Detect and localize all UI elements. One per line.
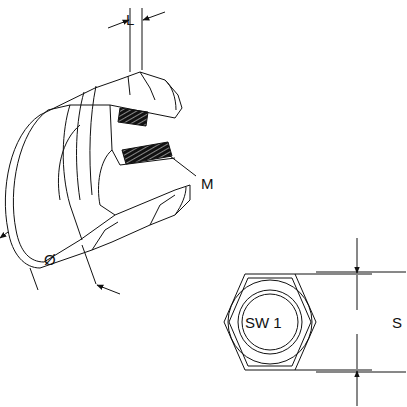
wrench-size-label: S: [392, 315, 402, 330]
dimension-label: L: [126, 12, 134, 27]
wrench-size-label: SW 1: [244, 315, 283, 330]
part-label: M: [201, 176, 214, 191]
diameter-label: Ø: [44, 252, 56, 267]
